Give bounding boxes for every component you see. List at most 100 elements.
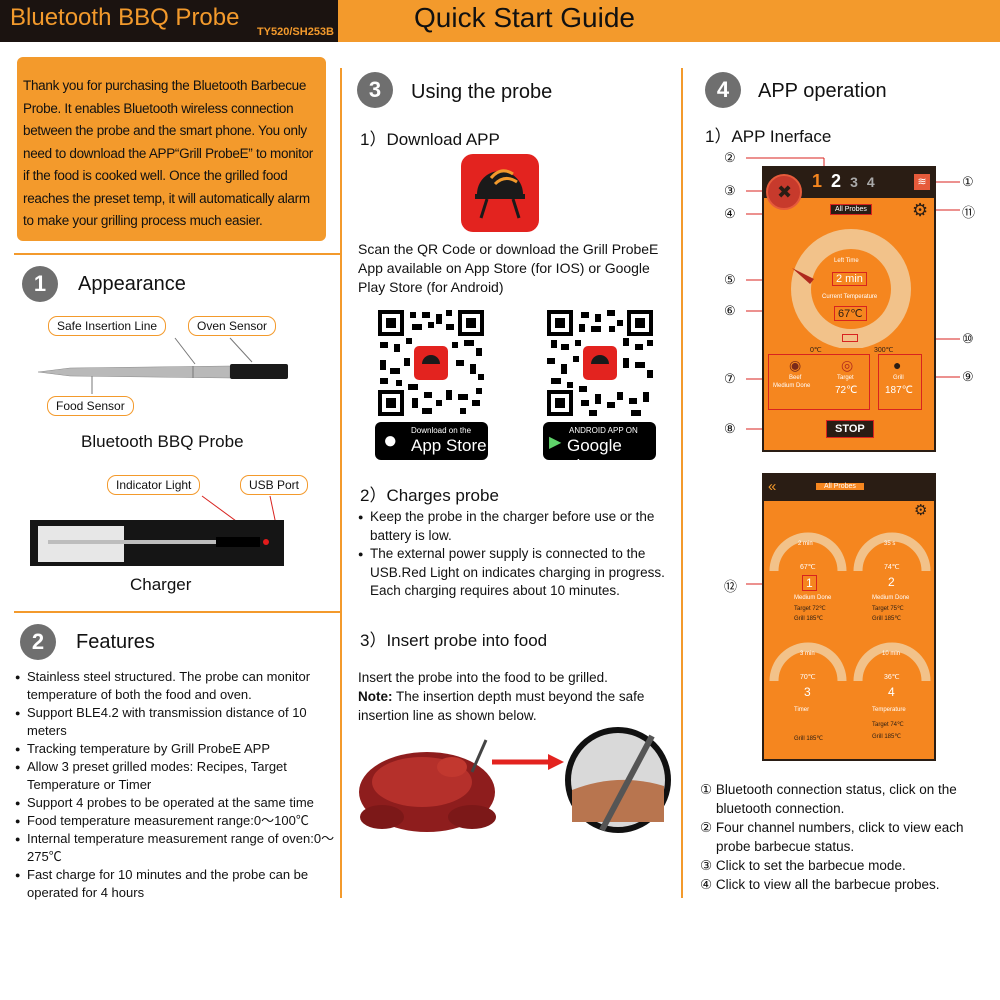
zoom-probe — [599, 734, 655, 832]
probe-time: 3 min — [800, 651, 815, 657]
header-brand-bar: Bluetooth BBQ Probe TY520/SH253B — [0, 0, 338, 42]
download-text-line: Scan the QR Code or download the Grill P… — [358, 241, 659, 257]
all-probes-button[interactable]: All Probes — [830, 204, 872, 215]
section-divider-2 — [14, 611, 340, 613]
feature-item: Support BLE4.2 with transmission distanc… — [15, 704, 335, 740]
intro-box: Thank you for purchasing the Bluetooth B… — [17, 57, 326, 241]
probe-grill: Grill 185℃ — [794, 736, 824, 742]
current-temp-label: Current Temperature — [822, 294, 878, 300]
charges-title: 2）Charges probe — [360, 486, 499, 505]
app-title: APP operation — [758, 80, 887, 102]
qr-code-android[interactable] — [545, 308, 655, 418]
feature-item: Tracking temperature by Grill ProbeE APP — [15, 740, 335, 758]
download-text-line: App available on App Store (for IOS) or … — [358, 260, 650, 276]
probe-mode: Medium Done — [794, 595, 832, 601]
channel-tab-1[interactable]: 1 — [812, 171, 823, 191]
probe-target: Target 74℃ — [872, 722, 904, 728]
insert-note: Note: The insertion depth must beyond th… — [358, 687, 678, 706]
probe-num: 3 — [804, 685, 811, 699]
marker-10: ⑩ — [962, 331, 974, 346]
stop-button[interactable]: STOP — [826, 420, 874, 438]
left-time-value: 2 min — [832, 272, 867, 286]
probe-time: 2 min — [798, 541, 813, 547]
target-label: Target — [837, 375, 854, 381]
beef-sub: Medium Done — [773, 383, 811, 389]
section-number-1: 1 — [22, 266, 58, 302]
insert-note-text: The insertion depth must beyond the safe — [392, 689, 645, 704]
probe-num: 1 — [802, 575, 817, 591]
intro-line: to make your grilling process much easie… — [23, 213, 263, 228]
section-number-3: 3 — [357, 72, 393, 108]
charger-probe-handle — [216, 537, 260, 547]
channel-tab-2[interactable]: 2 — [831, 171, 842, 191]
probe-mode: Temperature — [872, 707, 906, 713]
bluetooth-status-icon[interactable]: ≋ — [914, 174, 930, 190]
channel-tab-3[interactable]: 3 — [850, 174, 858, 190]
insert-note-label: Note: — [358, 689, 393, 704]
grill-label: Grill — [893, 375, 904, 381]
probe-temp: 36℃ — [884, 674, 900, 681]
charges-list: Keep the probe in the charger before use… — [358, 508, 682, 601]
battery-icon — [842, 334, 858, 342]
appearance-title: Appearance — [78, 273, 186, 295]
arrow-head — [548, 754, 564, 770]
probe-mode: Timer — [794, 707, 810, 713]
app-store-badge[interactable]: ● Download on the App Store — [375, 422, 488, 460]
settings-gear-icon[interactable]: ⚙ — [912, 200, 929, 220]
mode-button[interactable]: ✖ — [766, 174, 802, 210]
app-notes: ① Bluetooth connection status, click on … — [700, 780, 990, 894]
app-store-big-text: App Store — [411, 436, 487, 455]
grill-box[interactable]: ● Grill 187℃ — [878, 354, 922, 410]
probe-card-1[interactable]: 2 min 67℃ 1 Medium Done Target 72℃ Grill… — [764, 533, 850, 633]
probe-gauges — [769, 532, 931, 682]
feature-item: Fast charge for 10 minutes and the probe… — [15, 866, 335, 902]
app-screen-probe: ✖ 1 2 3 4 ≋ All Probes ⚙ Left Time 2 min… — [762, 166, 936, 452]
current-temp-value: 67℃ — [834, 306, 867, 321]
probe-num: 2 — [888, 575, 895, 589]
probe-card-4[interactable]: 10 min 36℃ 4 Temperature Target 74℃ Gril… — [848, 643, 934, 753]
features-list: Stainless steel structured. The probe ca… — [15, 668, 335, 902]
intro-line: if the food is cooked well. Once the gri… — [23, 168, 288, 183]
marker-2: ② — [724, 150, 736, 165]
fork-knife-icon: ✖ — [777, 182, 793, 202]
probe-caption: Bluetooth BBQ Probe — [81, 432, 244, 451]
probe-card-3[interactable]: 3 min 70℃ 3 Timer Grill 185℃ — [764, 643, 850, 753]
roast-chicken-illustration — [359, 727, 671, 833]
probe-time: 10 min — [882, 651, 901, 657]
marker-9: ⑨ — [962, 369, 974, 384]
back-chevron-icon[interactable]: « — [768, 478, 777, 495]
charges-item: Keep the probe in the charger before use… — [358, 508, 682, 545]
app-note: ③ Click to set the barbecue mode. — [700, 858, 906, 873]
channel-tabs: 1 2 3 4 — [812, 171, 875, 192]
marker-11: ⑪ — [962, 205, 976, 220]
target-icon: ◎ — [841, 357, 854, 373]
column-divider-2 — [681, 68, 683, 898]
temperature-gauge — [791, 229, 911, 348]
app-note: ④ Click to view all the barbecue probes. — [700, 877, 940, 892]
header-guide-bar: Quick Start Guide — [338, 0, 1000, 42]
channel-tab-4[interactable]: 4 — [866, 174, 875, 190]
intro-line: reaches the preset temp, it will automat… — [23, 190, 310, 206]
qr-code-ios[interactable] — [376, 308, 486, 418]
download-text: Scan the QR Code or download the Grill P… — [358, 240, 678, 297]
insert-title: 3）Insert probe into food — [360, 631, 548, 650]
guide-title: Quick Start Guide — [414, 2, 635, 33]
google-play-icon: ▶ — [549, 434, 562, 451]
settings-gear-icon[interactable]: ⚙ — [914, 502, 928, 519]
probe-mode: Medium Done — [872, 595, 910, 601]
probe-grill: Grill 185℃ — [872, 734, 902, 740]
marker-1: ① — [962, 174, 974, 189]
probe-card-2[interactable]: 35 s 74℃ 2 Medium Done Target 75℃ Grill … — [848, 533, 934, 633]
google-play-small-text: ANDROID APP ON — [569, 426, 638, 435]
feature-item: Allow 3 preset grilled modes: Recipes, T… — [15, 758, 335, 794]
probe-handle — [230, 364, 288, 379]
google-play-badge[interactable]: ▶ ANDROID APP ON Google play — [543, 422, 656, 475]
apple-icon: ● — [383, 427, 398, 454]
probe-illustration — [37, 337, 288, 394]
recipe-target-box[interactable]: ◉ ◎ Beef Medium Done Target 72℃ — [768, 354, 870, 410]
insert-line: insertion line as shown below. — [358, 708, 537, 723]
marker-5: ⑤ — [724, 272, 736, 287]
grill-app-icon — [461, 154, 539, 232]
target-value: 72℃ — [835, 385, 858, 396]
probe-grill: Grill 185℃ — [872, 616, 902, 622]
